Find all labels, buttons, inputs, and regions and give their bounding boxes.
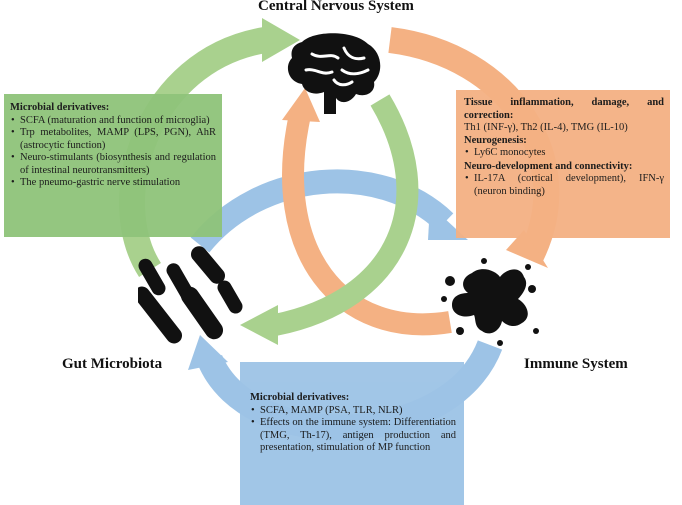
bacteria-icon: [138, 246, 243, 344]
green-box-list: SCFA (maturation and function of microgl…: [10, 115, 216, 190]
brain-icon: [287, 33, 381, 114]
gut-title: Gut Microbiota: [62, 356, 163, 372]
green-inner-arrowhead: [240, 305, 278, 345]
list-item: Effects on the immune system: Differenti…: [251, 417, 456, 455]
list-item: The pneumo-gastric nerve stimulation: [11, 177, 216, 190]
green-box-heading: Microbial derivatives:: [10, 102, 110, 113]
green-inner-arrow: [272, 94, 419, 336]
orange-box-heading-1: Tissue inflammation, damage, and correct…: [464, 97, 664, 121]
list-item: SCFA (maturation and function of microgl…: [11, 115, 216, 128]
cns-title: Central Nervous System: [258, 0, 414, 14]
green-arrowhead-cns: [262, 18, 300, 62]
list-item: Neuro-stimulants (biosynthesis and regul…: [11, 152, 216, 177]
orange-inner-arrowhead: [282, 88, 320, 122]
orange-box-list-2: Ly6C monocytes: [464, 147, 664, 160]
blue-box-microbial-derivatives: Microbial derivatives: SCFA, MAMP (PSA, …: [240, 362, 464, 505]
immune-title: Immune System: [524, 356, 628, 372]
list-item: Trp metabolites, MAMP (LPS, PGN), AhR (a…: [11, 127, 216, 152]
blue-arrowhead-gut: [188, 335, 228, 370]
orange-inner-arrow: [282, 112, 452, 336]
orange-box-list-3: IL-17A (cortical development), IFN-γ (ne…: [464, 173, 664, 198]
blue-box-list: SCFA, MAMP (PSA, TLR, NLR) Effects on th…: [250, 405, 456, 455]
list-item: Ly6C monocytes: [465, 147, 664, 160]
cell-splash-icon: [441, 258, 539, 346]
blue-box-heading: Microbial derivatives:: [250, 392, 350, 403]
orange-box-heading-3: Neuro-development and connectivity:: [464, 160, 633, 172]
orange-arrowhead-immune: [506, 230, 548, 268]
list-item: SCFA, MAMP (PSA, TLR, NLR): [251, 405, 456, 418]
orange-box-heading-2: Neurogenesis:: [464, 134, 527, 146]
orange-box-immune-effects: Tissue inflammation, damage, and correct…: [456, 90, 670, 238]
green-box-microbial-derivatives: Microbial derivatives: SCFA (maturation …: [4, 94, 222, 237]
orange-box-text-1: Th1 (INF-γ), Th2 (IL-4), TMG (IL-10): [464, 122, 628, 133]
list-item: IL-17A (cortical development), IFN-γ (ne…: [465, 173, 664, 198]
